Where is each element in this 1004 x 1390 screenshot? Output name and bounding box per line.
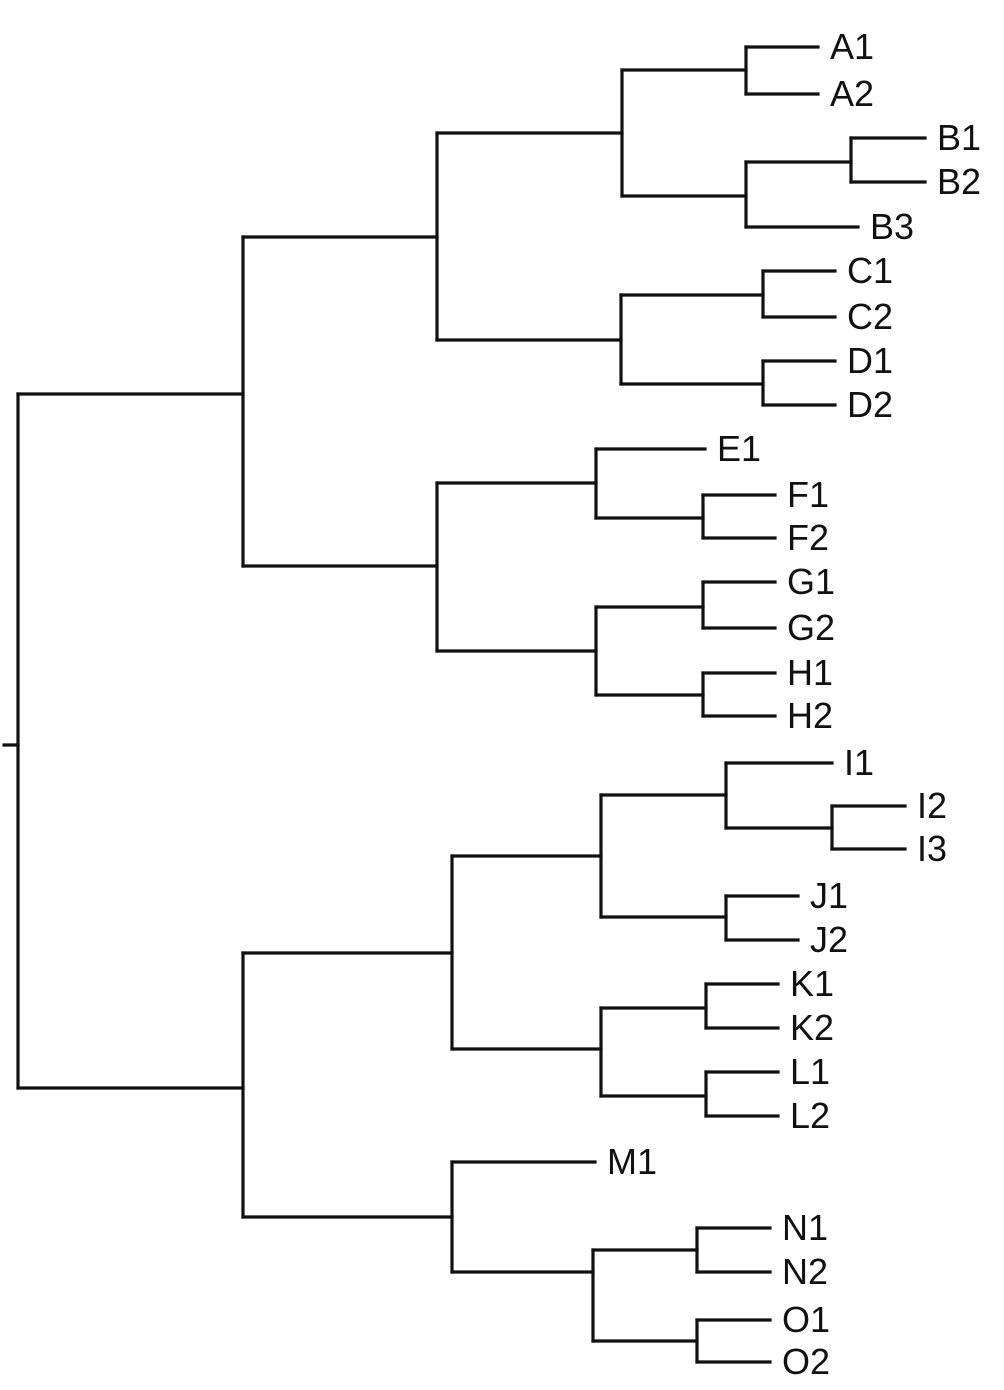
- leaf-label-K1: K1: [790, 963, 835, 1004]
- leaf-label-M1: M1: [607, 1141, 658, 1182]
- leaf-label-F2: F2: [787, 517, 830, 558]
- leaf-label-H1: H1: [787, 652, 834, 693]
- leaf-label-A2: A2: [830, 73, 875, 114]
- leaf-label-D1: D1: [847, 340, 894, 381]
- leaf-label-B3: B3: [870, 206, 915, 247]
- leaf-label-J2: J2: [810, 919, 849, 960]
- leaf-label-C1: C1: [847, 250, 894, 291]
- vertical-node-bars: [16, 45, 853, 1364]
- leaf-label-K2: K2: [790, 1007, 835, 1048]
- leaf-label-I3: I3: [917, 828, 948, 869]
- leaf-label-O2: O2: [782, 1341, 831, 1382]
- leaf-label-C2: C2: [847, 296, 894, 337]
- leaf-label-E1: E1: [717, 428, 762, 469]
- leaf-label-N1: N1: [782, 1207, 829, 1248]
- leaf-label-J1: J1: [810, 875, 849, 916]
- leaf-label-L1: L1: [790, 1051, 831, 1092]
- leaf-label-H2: H2: [787, 695, 834, 736]
- leaf-label-L2: L2: [790, 1095, 831, 1136]
- leaf-label-O1: O1: [782, 1299, 831, 1340]
- leaf-label-N2: N2: [782, 1251, 829, 1292]
- leaf-label-I1: I1: [844, 742, 875, 783]
- leaf-label-I2: I2: [917, 785, 948, 826]
- leaf-label-G2: G2: [787, 607, 836, 648]
- leaf-branches: [450, 45, 927, 1364]
- leaf-label-D2: D2: [847, 384, 894, 425]
- leaf-label-F1: F1: [787, 474, 830, 515]
- horizontal-connectors: [2, 68, 853, 1343]
- leaf-label-B1: B1: [937, 117, 982, 158]
- leaf-label-G1: G1: [787, 561, 836, 602]
- leaf-label-B2: B2: [937, 161, 982, 202]
- leaf-label-A1: A1: [830, 26, 875, 67]
